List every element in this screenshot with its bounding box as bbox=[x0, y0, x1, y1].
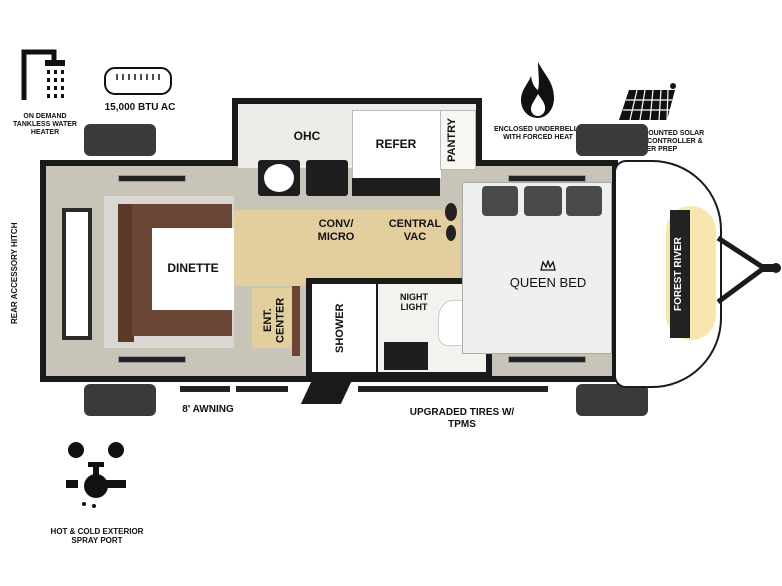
conv-micro-label: CONV/ MICRO bbox=[317, 218, 355, 243]
shower-label: SHOWER bbox=[334, 303, 346, 353]
rear-window bbox=[66, 212, 88, 336]
wheel-bottom-right bbox=[576, 384, 648, 416]
solar-label: LARGE ROOF MOUNTED SOLAR PANEL 30 AMP CO… bbox=[593, 130, 705, 154]
solar-panel-icon bbox=[619, 83, 676, 121]
window-bottom-bed bbox=[508, 356, 586, 363]
dinette-table bbox=[152, 228, 234, 310]
ent-center-label: ENT. CENTER bbox=[262, 297, 287, 343]
flame-icon bbox=[521, 62, 554, 118]
awning-label: 8' AWNING bbox=[182, 404, 234, 415]
spray-port-label: HOT & COLD EXTERIOR SPRAY PORT bbox=[50, 527, 144, 546]
refrigerator-base bbox=[352, 178, 440, 196]
bathroom-vanity bbox=[384, 342, 428, 370]
brand-badge bbox=[670, 210, 690, 338]
pillow bbox=[524, 186, 562, 216]
shower-stall bbox=[312, 284, 376, 372]
night-light-label: NIGHT LIGHT bbox=[400, 292, 428, 313]
pillow bbox=[482, 186, 518, 216]
tires-label: UPGRADED TIRES W/ TPMS bbox=[409, 407, 515, 430]
ac-unit-icon bbox=[104, 67, 172, 95]
footprint-icon bbox=[445, 203, 457, 241]
pillow bbox=[566, 186, 602, 216]
awning-bar bbox=[180, 386, 230, 392]
wheel-bottom-left bbox=[84, 384, 156, 416]
rear-hitch-label: REAR ACCESSORY HITCH bbox=[10, 222, 19, 324]
dinette-bench-back bbox=[118, 204, 134, 342]
wheel-top-right bbox=[576, 124, 648, 156]
shower-icon bbox=[21, 49, 65, 100]
ac-label: 15,000 BTU AC bbox=[104, 102, 176, 113]
ohc-label: OHC bbox=[293, 129, 321, 143]
window-top-bed bbox=[508, 175, 586, 182]
refrigerator bbox=[352, 110, 442, 180]
spray-port-icon bbox=[66, 442, 126, 508]
ent-center-cabinet bbox=[252, 288, 292, 348]
ent-center-edge bbox=[292, 286, 300, 356]
sink-basin bbox=[264, 164, 294, 192]
dinette-label: DINETTE bbox=[167, 261, 219, 275]
refer-label: REFER bbox=[375, 137, 417, 151]
central-vac-label: CENTRAL VAC bbox=[388, 218, 442, 243]
underbelly-label: ENCLOSED UNDERBELLY WITH FORCED HEAT bbox=[493, 126, 583, 142]
wheel-top-left bbox=[84, 124, 156, 156]
entry-steps bbox=[300, 382, 352, 404]
pantry-label: PANTRY bbox=[446, 118, 458, 162]
awning-bar bbox=[236, 386, 288, 392]
window-bottom-dinette bbox=[118, 356, 186, 363]
brand-label: FOREST RIVER bbox=[673, 237, 684, 311]
window-top-dinette bbox=[118, 175, 186, 182]
crown-icon bbox=[540, 260, 556, 271]
queen-bed-label: QUEEN BED bbox=[509, 275, 587, 290]
water-heater-label: ON DEMAND TANKLESS WATER HEATER bbox=[13, 113, 77, 137]
tire-bar bbox=[358, 386, 548, 392]
pantry bbox=[440, 110, 476, 170]
cooktop bbox=[306, 160, 348, 196]
wood-floor bbox=[232, 210, 460, 286]
hitch-icon bbox=[716, 236, 781, 305]
